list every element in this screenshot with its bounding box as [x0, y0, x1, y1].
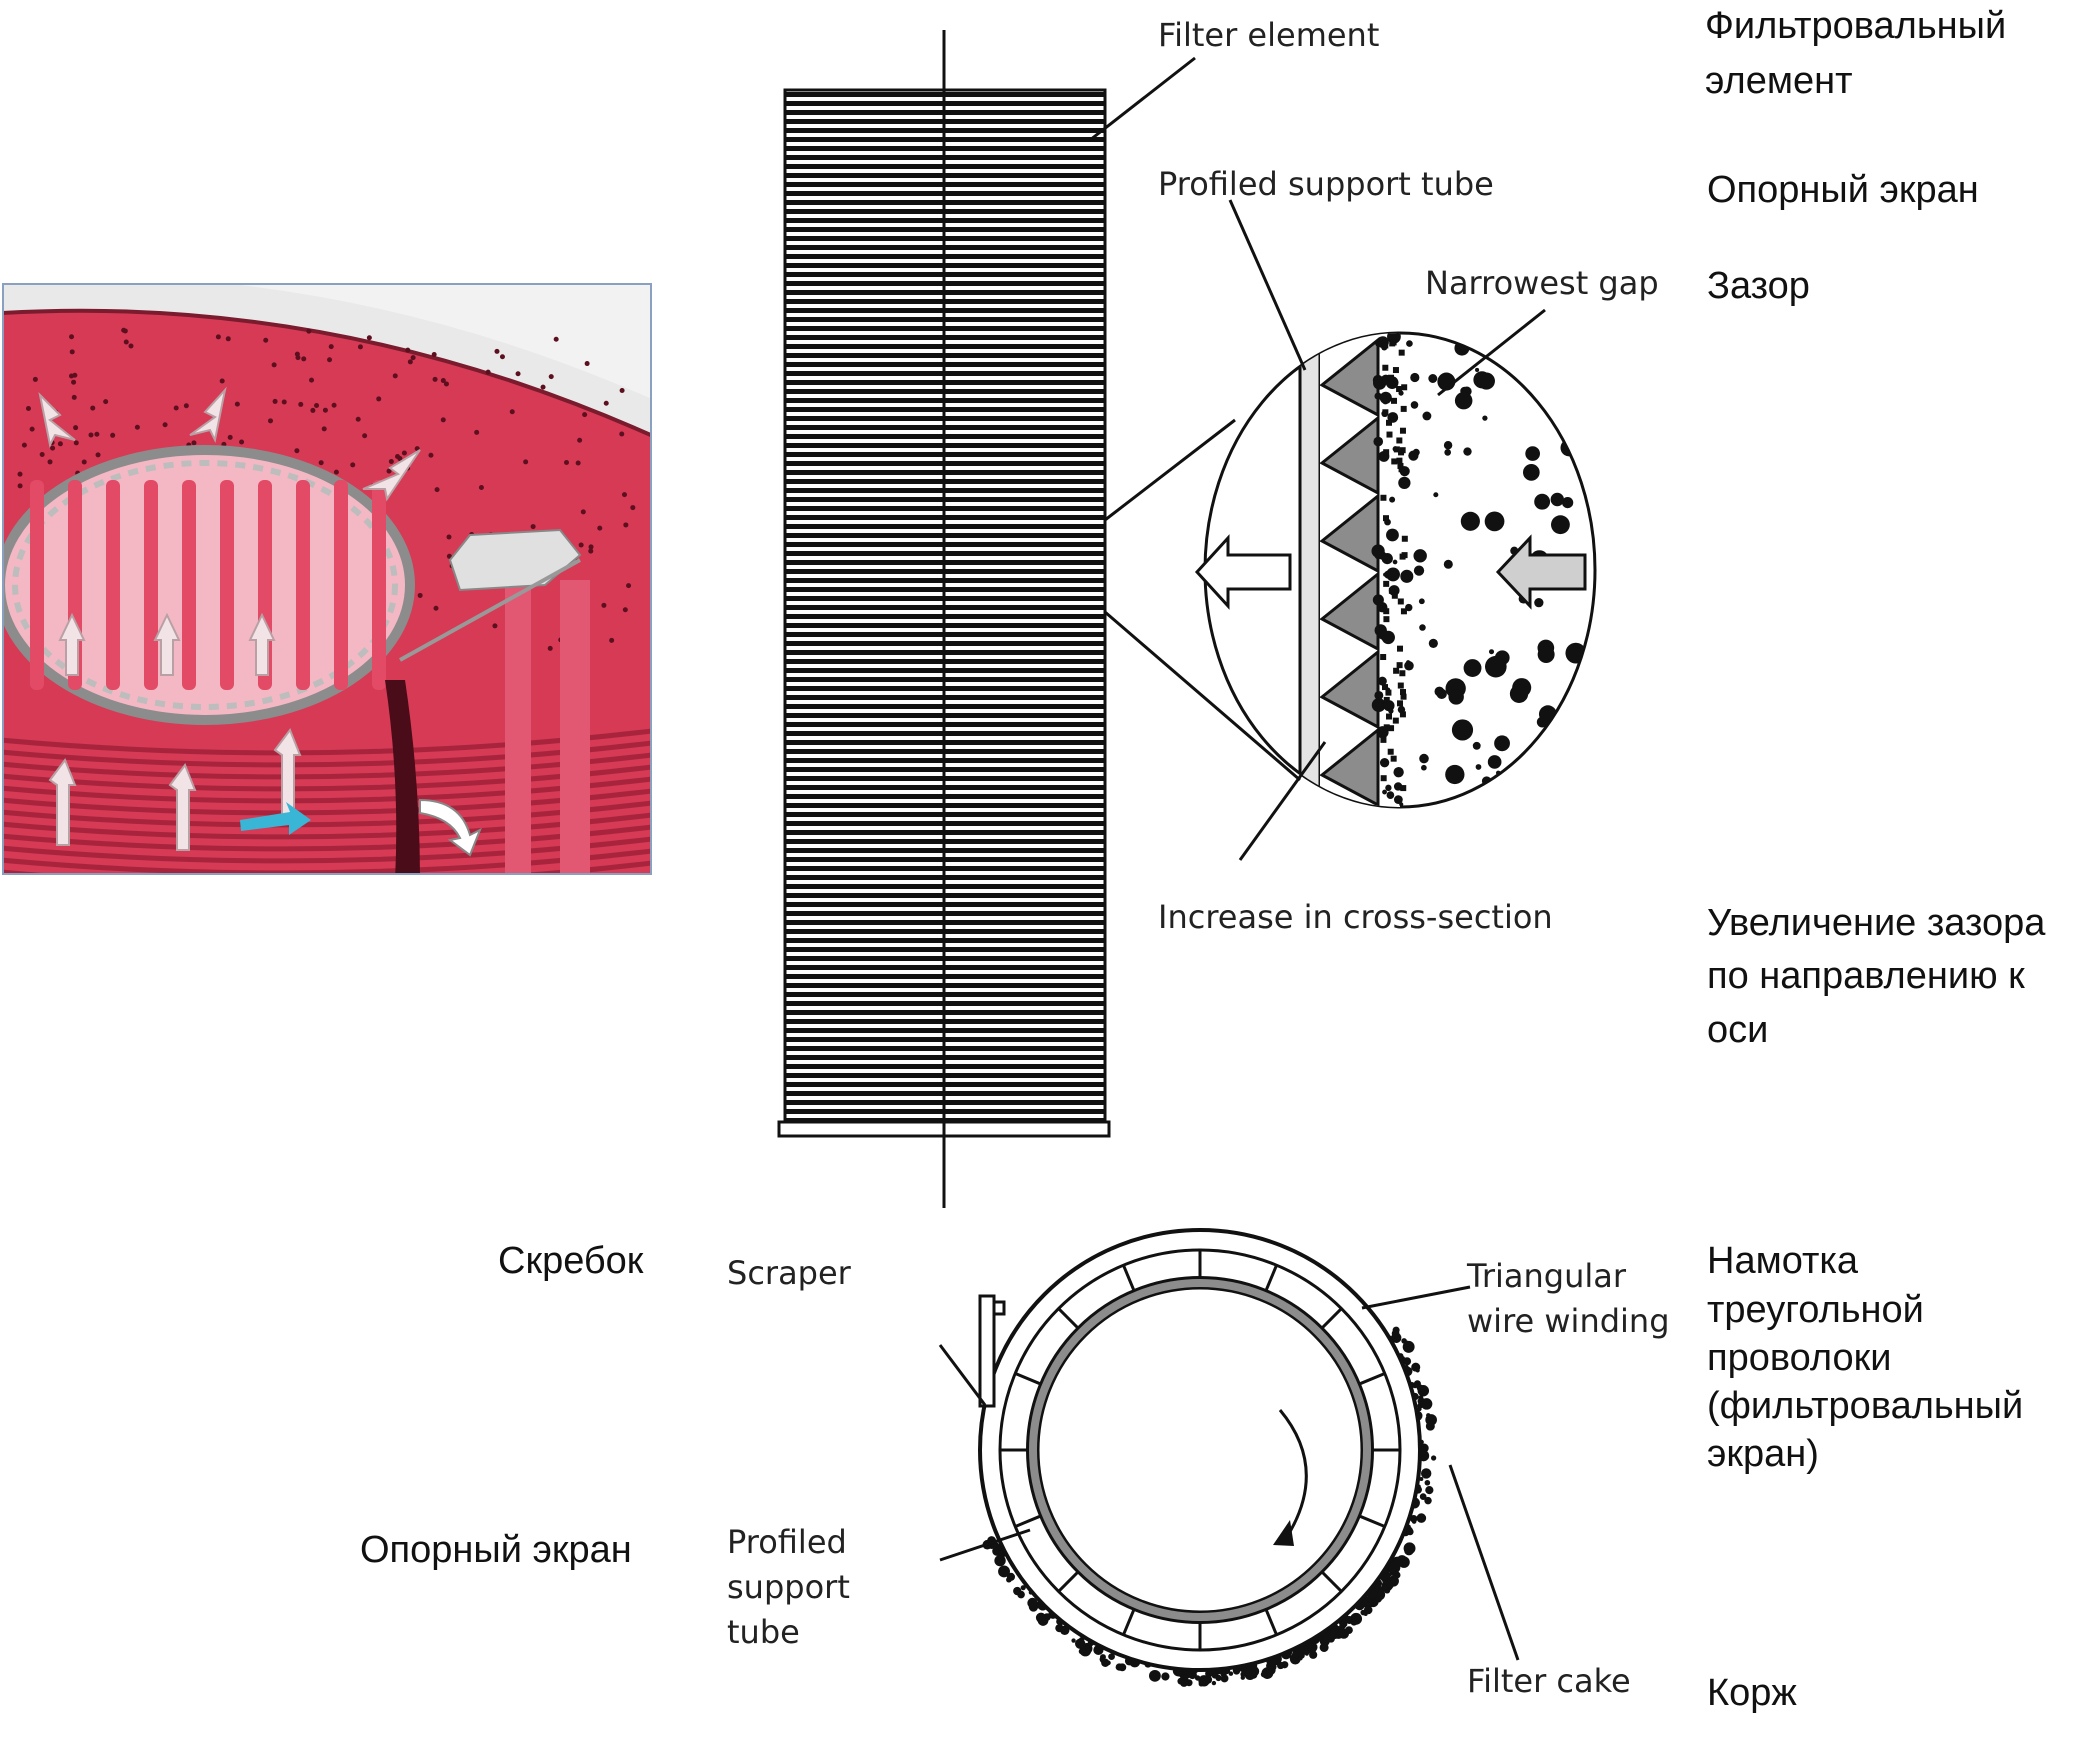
label-narrowest-gap-ru: Зазор: [1707, 265, 1810, 307]
label-scraper-ru: Скребок: [498, 1240, 644, 1282]
label-support-tube-en: Profiled support tube: [1158, 165, 1494, 203]
cross-section-drawing: [938, 1228, 1437, 1687]
label-triangular-en-1: Triangular: [1466, 1257, 1627, 1295]
label-support-en-bottom-3: tube: [727, 1613, 800, 1651]
label-filter-element-ru: Фильтровальный: [1705, 5, 2006, 47]
label-scraper-en: Scraper: [727, 1254, 852, 1292]
arrow-left-icon: [1495, 534, 1587, 610]
label-narrowest-gap-en: Narrowest gap: [1425, 264, 1659, 302]
label-increase-en: Increase in cross-section: [1158, 898, 1553, 936]
label-triangular-ru-2: треугольной: [1707, 1289, 1924, 1331]
label-triangular-en-2: wire winding: [1467, 1302, 1670, 1340]
labels: Filter element Фильтровальный элемент Pr…: [360, 5, 2046, 1714]
scraper: [978, 1294, 996, 1408]
label-increase-ru-3: оси: [1707, 1009, 1768, 1051]
label-support-tube-ru: Опорный экран: [1707, 169, 1979, 211]
arrow-left-icon: [1194, 534, 1292, 610]
label-filter-element-en: Filter element: [1158, 16, 1379, 54]
label-support-en-bottom-1: Profiled: [727, 1523, 847, 1561]
label-triangular-ru-4: (фильтровальный: [1707, 1385, 2023, 1427]
label-filter-cake-en: Filter cake: [1467, 1662, 1631, 1700]
filter-cutaway-illustration: [2, 283, 652, 875]
label-filter-cake-ru: Корж: [1707, 1672, 1797, 1714]
label-increase-ru-1: Увеличение зазора: [1707, 902, 2046, 944]
label-support-en-bottom-2: support: [727, 1568, 850, 1606]
label-triangular-ru-5: экран): [1707, 1433, 1819, 1475]
label-triangular-ru-1: Намотка: [1707, 1240, 1859, 1282]
leader-lines: [1089, 56, 1546, 1661]
label-support-ru-bottom: Опорный экран: [360, 1529, 632, 1571]
filter-element-drawing: [777, 30, 1111, 1208]
label-triangular-ru-3: проволоки: [1707, 1337, 1892, 1379]
rotation-arrow-icon: [1278, 1409, 1308, 1541]
label-increase-ru-2: по направлению к: [1707, 955, 2025, 997]
label-filter-element-ru-2: элемент: [1705, 60, 1853, 102]
magnified-gap-detail: [1104, 331, 1597, 809]
